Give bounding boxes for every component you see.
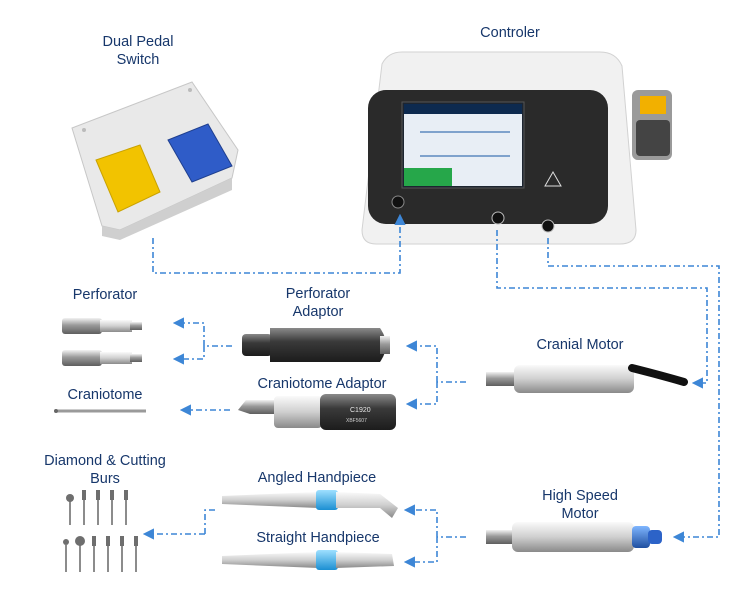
angled-handpiece-image [222, 490, 398, 518]
craniotome-adaptor-image: C1920 XBF5607 [238, 394, 396, 430]
craniotome-image [54, 409, 146, 413]
perforator-adaptor-image [242, 328, 390, 362]
label-hsm-line2: Motor [561, 506, 599, 522]
connector-to-perforator-top [172, 317, 205, 346]
label-angled-handpiece-text: Angled Handpiece [257, 470, 377, 486]
dual-pedal-switch-image [71, 81, 239, 240]
perforator-image-bottom [62, 350, 142, 366]
label-controler: Controler [450, 24, 570, 42]
label-dual-pedal-line2: Switch [116, 52, 160, 68]
label-craniotome-text: Craniotome [67, 387, 143, 403]
label-controler-text: Controler [480, 25, 540, 41]
label-hsm-line1: High Speed [542, 488, 618, 504]
connector-branch-perforator-adaptor [405, 340, 438, 382]
label-perforator-adaptor: Perforator Adaptor [258, 285, 378, 321]
label-perforator-adaptor-line2: Adaptor [292, 304, 344, 320]
label-cranial-motor: Cranial Motor [510, 336, 650, 354]
adaptor-model-marking: C1920 [350, 407, 371, 414]
straight-handpiece-image [222, 550, 394, 570]
connector-branch-craniotome-adaptor [405, 382, 438, 410]
label-diamond-cutting-burs: Diamond & Cutting Burs [20, 452, 190, 488]
connector-lines [142, 213, 720, 568]
label-cranial-motor-text: Cranial Motor [536, 337, 624, 353]
connector-pedal-controller [152, 213, 406, 274]
label-craniotome-adaptor: Craniotome Adaptor [232, 375, 412, 393]
label-straight-handpiece: Straight Handpiece [228, 529, 408, 547]
connector-to-perforator-bottom [172, 346, 205, 365]
high-speed-motor-image [486, 522, 662, 552]
cranial-motor-image [486, 364, 688, 393]
controller-image [361, 51, 672, 245]
label-craniotome-adaptor-text: Craniotome Adaptor [257, 376, 387, 392]
label-perforator: Perforator [50, 286, 160, 304]
connector-controller-high-speed-motor [547, 238, 720, 543]
label-craniotome: Craniotome [45, 386, 165, 404]
burs-image [63, 490, 138, 572]
label-straight-handpiece-text: Straight Handpiece [256, 530, 380, 546]
label-dual-pedal-switch: Dual Pedal Switch [78, 33, 198, 69]
label-burs-line1: Diamond & Cutting [44, 453, 166, 469]
connector-to-straight-handpiece [403, 537, 438, 568]
label-perforator-adaptor-line1: Perforator [285, 286, 351, 302]
connector-to-angled-handpiece [403, 504, 438, 537]
connector-controller-cranial-motor [496, 230, 708, 389]
label-angled-handpiece: Angled Handpiece [232, 469, 402, 487]
perforator-image-top [62, 318, 142, 334]
label-dual-pedal-line1: Dual Pedal [102, 34, 174, 50]
label-high-speed-motor: High Speed Motor [520, 487, 640, 523]
label-burs-line2: Burs [90, 471, 120, 487]
adaptor-serial-marking: XBF5607 [346, 418, 367, 424]
label-perforator-text: Perforator [72, 287, 138, 303]
connector-handpiece-branch [204, 509, 215, 534]
